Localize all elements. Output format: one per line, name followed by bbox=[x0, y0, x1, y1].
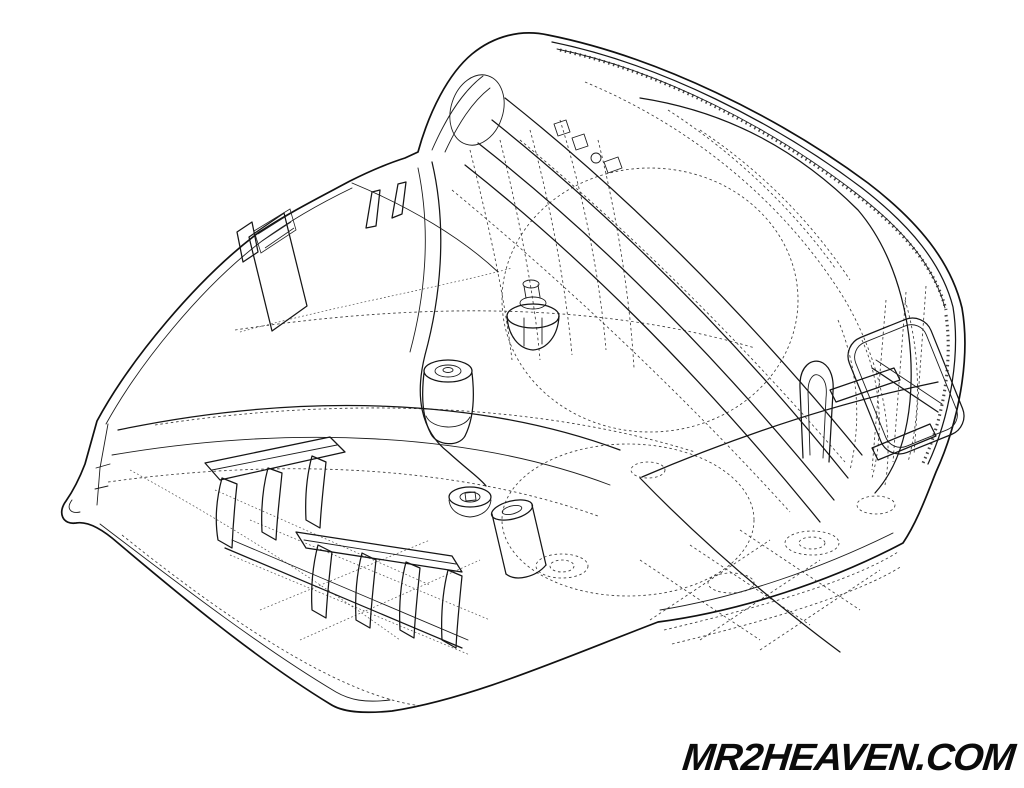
cowl-details bbox=[365, 74, 623, 229]
bumper-outline bbox=[60, 32, 966, 714]
hidden-lines bbox=[107, 81, 927, 707]
side-vent-hoop bbox=[799, 317, 965, 463]
site-watermark: MR2HEAVEN.COM bbox=[680, 737, 1017, 779]
surface-rails bbox=[111, 97, 939, 653]
left-mount-tab bbox=[236, 208, 308, 332]
bump-stop-cylinders bbox=[422, 279, 560, 579]
diffuser-fins bbox=[204, 436, 469, 649]
